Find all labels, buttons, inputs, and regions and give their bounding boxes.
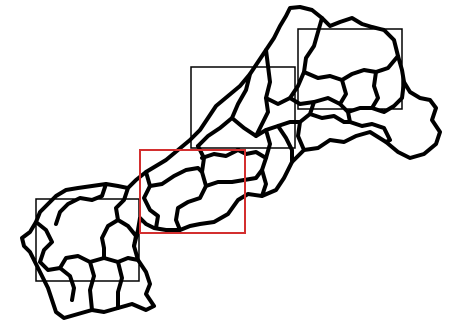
border-central-5 (148, 166, 204, 188)
border-southwest-2 (54, 182, 108, 226)
frame-central (139, 149, 246, 234)
border-northeast-8 (308, 112, 352, 124)
border-central-1 (174, 144, 208, 232)
border-central-2 (204, 168, 264, 188)
border-central-4 (142, 170, 160, 230)
frame-northeast (297, 28, 403, 110)
border-southwest-1 (114, 186, 138, 248)
reference-frames (35, 28, 403, 282)
region-outer-boundary (20, 5, 442, 320)
border-central-3 (200, 148, 268, 160)
border-middle-4 (260, 128, 272, 198)
frame-middle-north (190, 66, 296, 149)
border-southwest-3 (34, 220, 76, 302)
border-southwest-6 (116, 260, 124, 310)
border-southwest-4 (58, 254, 140, 270)
border-southwest-5 (88, 260, 96, 312)
border-northeast-3 (370, 70, 406, 114)
border-middle-5 (276, 124, 294, 164)
border-northeast-4 (338, 78, 374, 114)
border-southwest-7 (100, 218, 120, 260)
region-outlines (20, 5, 442, 320)
border-middle-6 (264, 96, 292, 106)
frame-southwest (35, 198, 140, 282)
border-northeast-2 (302, 54, 400, 82)
